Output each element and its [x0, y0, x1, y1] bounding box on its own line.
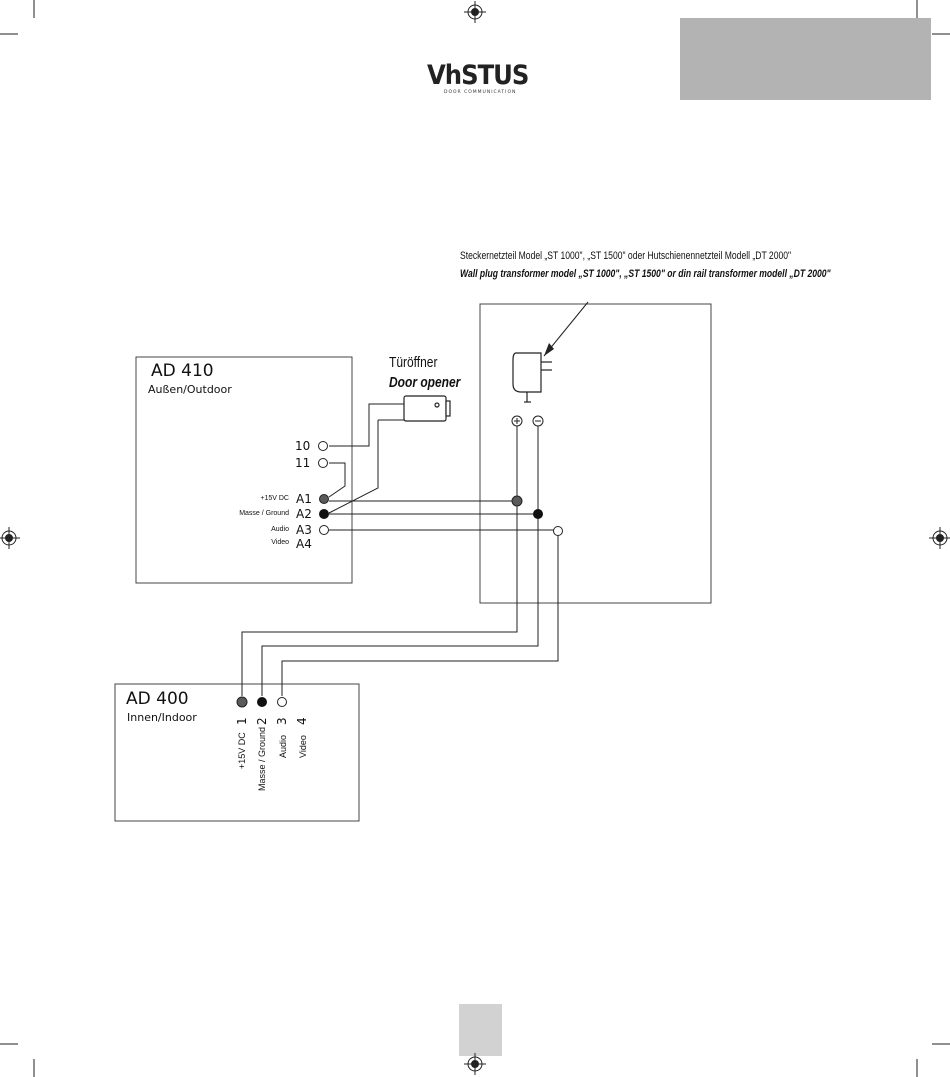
junction-ground	[533, 509, 543, 519]
terminal-dot-3	[277, 697, 287, 707]
outdoor-unit-box	[135, 356, 353, 584]
wire-terminal-11-a2	[328, 462, 346, 498]
wire-door-opener-a2	[328, 420, 379, 514]
wires	[241, 301, 589, 696]
ps-terminal-minus-symbol	[532, 415, 544, 427]
terminal-dot-a3	[319, 525, 329, 535]
terminal-label-a3: A3	[296, 523, 312, 537]
terminal-desc-a2: Masse / Ground	[239, 510, 289, 517]
wire-plus-indoor-1	[241, 420, 518, 696]
header-gray-tab	[680, 18, 931, 100]
terminal-label-a4: A4	[296, 537, 312, 551]
indoor-unit-box	[114, 683, 360, 822]
door-opener-label-en: Door opener	[389, 374, 461, 391]
terminal-label-10: 10	[295, 439, 311, 453]
wire-ground-indoor-2	[261, 420, 539, 696]
junction-audio	[553, 526, 563, 536]
terminal-dot-10	[318, 441, 328, 451]
indoor-terminal-desc-3: Audio	[278, 734, 288, 758]
wire-terminal-10-door-opener	[329, 403, 404, 447]
indoor-terminal-desc-1: +15V DC	[237, 732, 247, 769]
terminal-dot-a1	[319, 494, 329, 504]
terminal-desc-a3: Audio	[271, 526, 289, 533]
terminal-dot-1	[236, 696, 248, 708]
indoor-terminal-desc-4: Video	[298, 735, 308, 758]
wire-audio-indoor-3	[281, 532, 559, 696]
registration-mark-left	[0, 527, 20, 549]
indoor-terminal-label-1: 1	[235, 717, 249, 725]
terminal-desc-a4: Video	[271, 539, 289, 546]
indoor-terminal-label-2: 2	[255, 717, 269, 725]
power-supply-label-de: Steckernetzteil Model „ST 1000", „ST 150…	[460, 250, 792, 262]
terminal-label-a2: A2	[296, 507, 312, 521]
registration-mark-top	[464, 1, 486, 23]
transformer-device	[512, 352, 552, 403]
arrow-head	[544, 343, 554, 356]
outdoor-unit-subtitle: Außen/Outdoor	[148, 383, 232, 396]
outdoor-unit-title: AD 410	[151, 361, 214, 381]
indoor-terminal-desc-2: Masse / Ground	[257, 726, 267, 791]
logo-text: VhSTUS	[427, 60, 529, 91]
vistus-logo: VhSTUS DOOR COMMUNICATION	[427, 60, 529, 100]
door-opener-label-de: Türöffner	[389, 354, 438, 371]
terminal-desc-a1: +15V DC	[260, 495, 289, 502]
terminal-dot-11	[318, 458, 328, 468]
door-opener-device	[403, 395, 451, 422]
registration-mark-right	[929, 527, 950, 549]
indoor-unit-title: AD 400	[126, 689, 189, 709]
power-supply-label-en: Wall plug transformer model „ST 1000", „…	[460, 268, 831, 280]
junction-plus	[511, 495, 523, 507]
registration-mark-bottom	[464, 1053, 486, 1075]
indoor-terminal-label-3: 3	[275, 717, 289, 725]
terminal-dot-2	[257, 697, 267, 707]
logo-subtitle: DOOR COMMUNICATION	[444, 90, 517, 95]
ps-terminal-plus-symbol	[511, 415, 523, 427]
terminal-label-11: 11	[295, 456, 311, 470]
power-supply-box	[479, 303, 712, 604]
page-number-box	[459, 1004, 502, 1056]
terminal-label-a1: A1	[296, 492, 312, 506]
terminal-dot-a2	[319, 509, 329, 519]
indoor-unit-subtitle: Innen/Indoor	[127, 711, 197, 724]
indoor-terminal-label-4: 4	[295, 717, 309, 725]
